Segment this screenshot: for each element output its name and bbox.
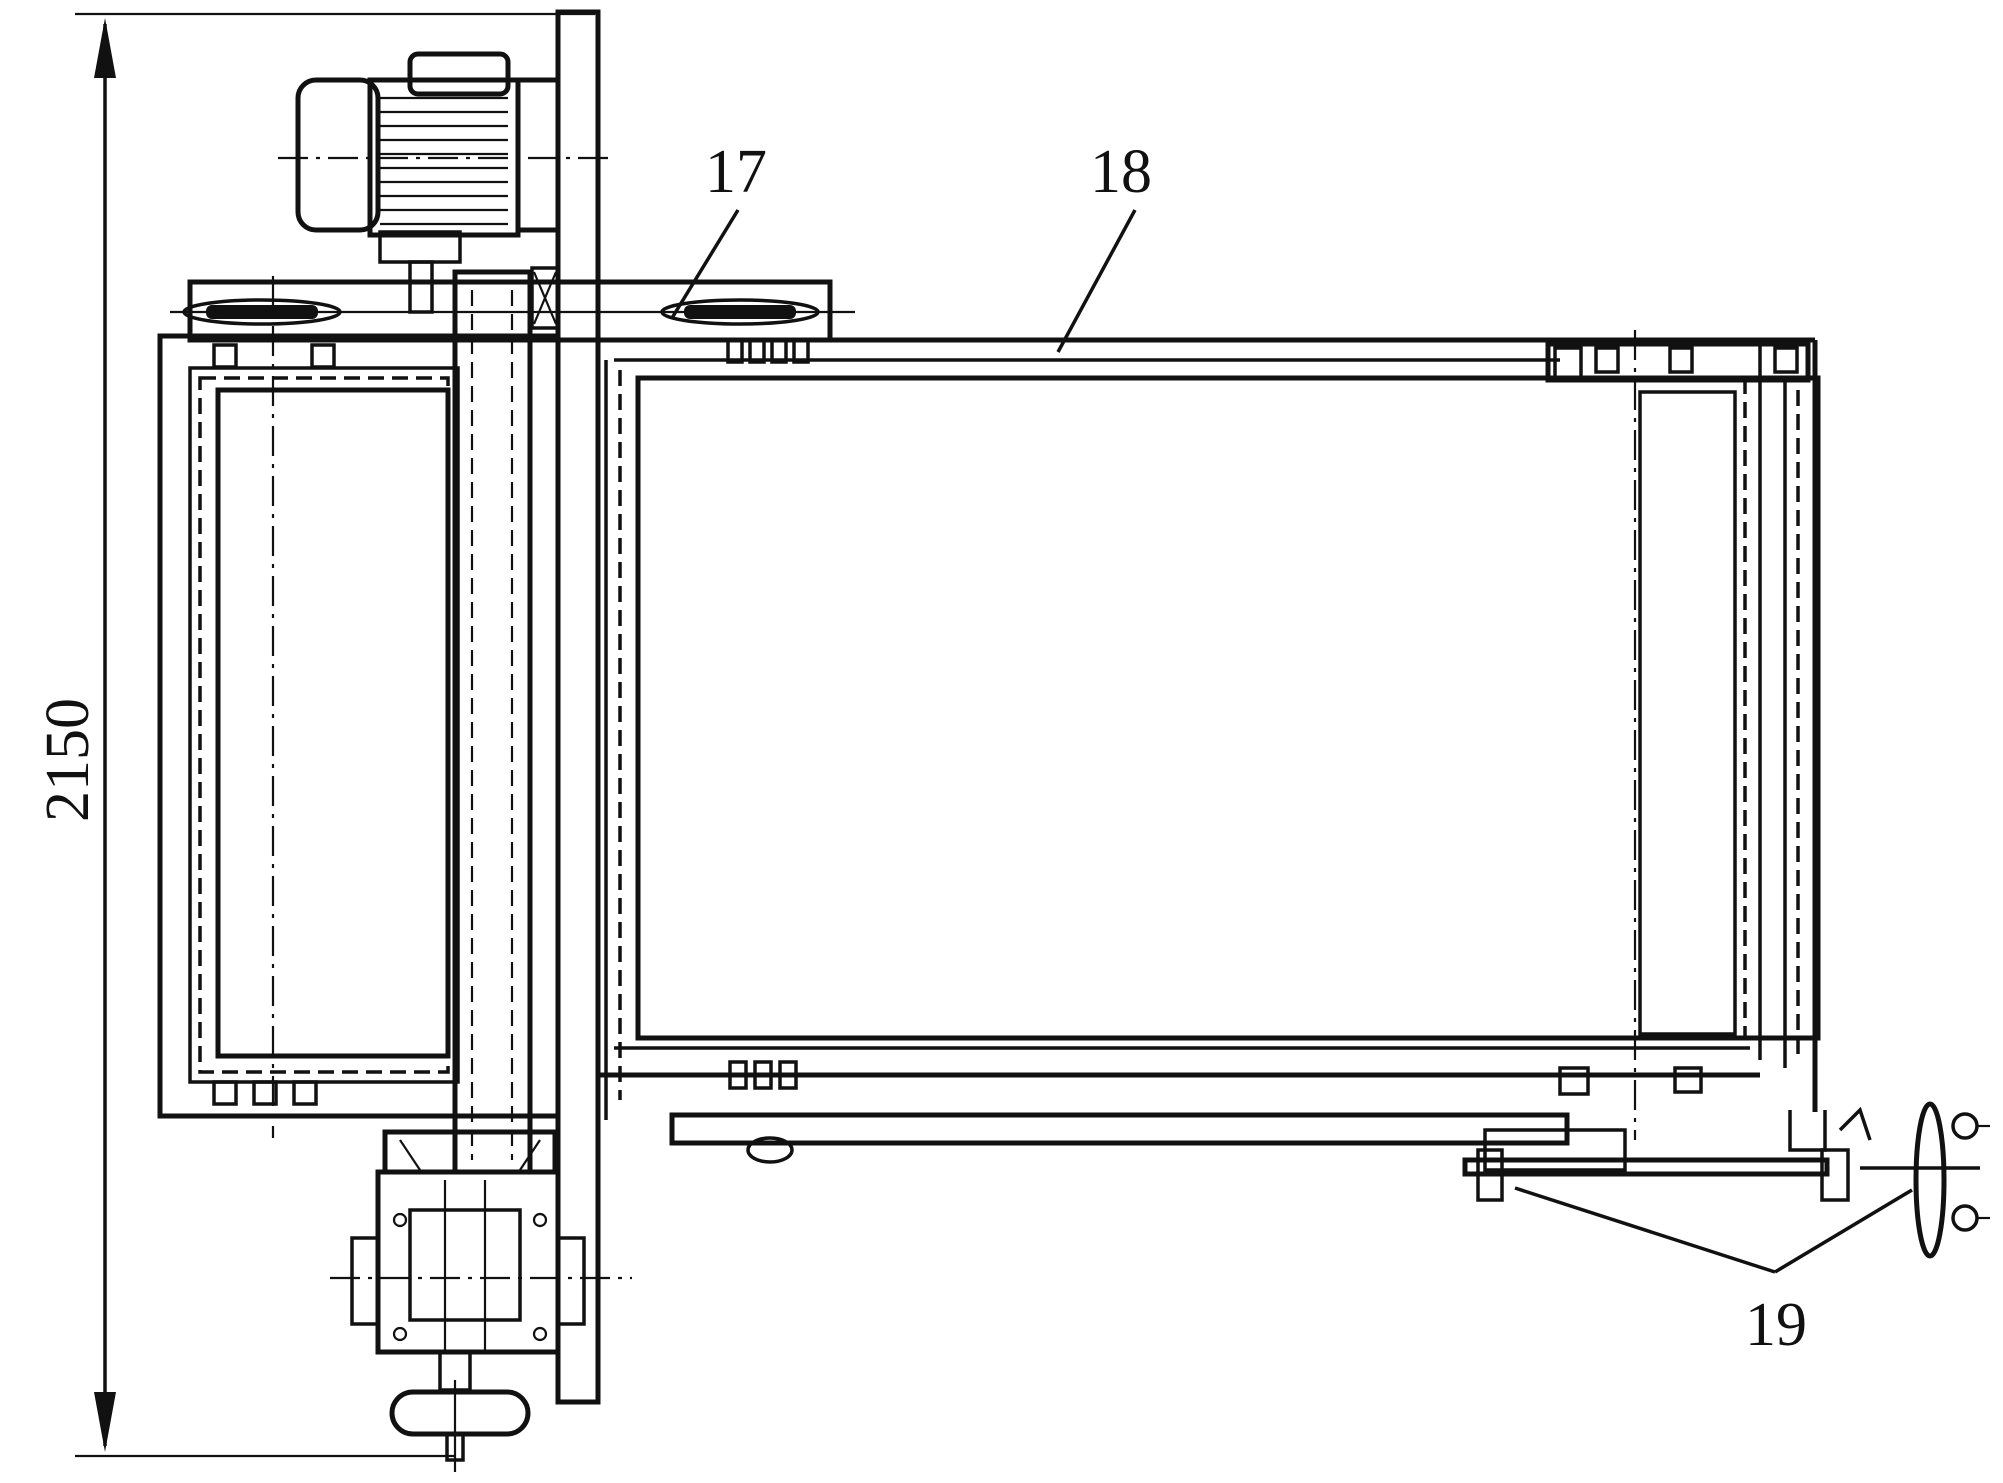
right-handwheel-icon[interactable] bbox=[1860, 1101, 1990, 1259]
drive-column bbox=[452, 266, 560, 1175]
vertical-frame-plate bbox=[555, 9, 601, 1405]
drive-motor bbox=[278, 51, 615, 314]
main-chamber bbox=[598, 330, 1821, 1140]
top-sprocket-bar bbox=[170, 279, 855, 364]
dimension-arrow-bottom bbox=[94, 1392, 116, 1452]
callout-17: 17 bbox=[705, 138, 767, 206]
callout-19: 19 bbox=[1745, 1291, 1807, 1359]
handwheel-icon[interactable] bbox=[389, 1350, 531, 1472]
bottom-linkage bbox=[669, 1106, 1872, 1202]
overall-dimension: 2150 bbox=[34, 12, 595, 1458]
dimension-arrow-top bbox=[94, 18, 116, 78]
callout-leaders bbox=[670, 209, 1913, 1274]
dimension-value: 2150 bbox=[34, 698, 102, 822]
callout-18: 18 bbox=[1090, 138, 1152, 206]
gearbox bbox=[330, 1129, 632, 1355]
left-chamber bbox=[157, 276, 561, 1138]
